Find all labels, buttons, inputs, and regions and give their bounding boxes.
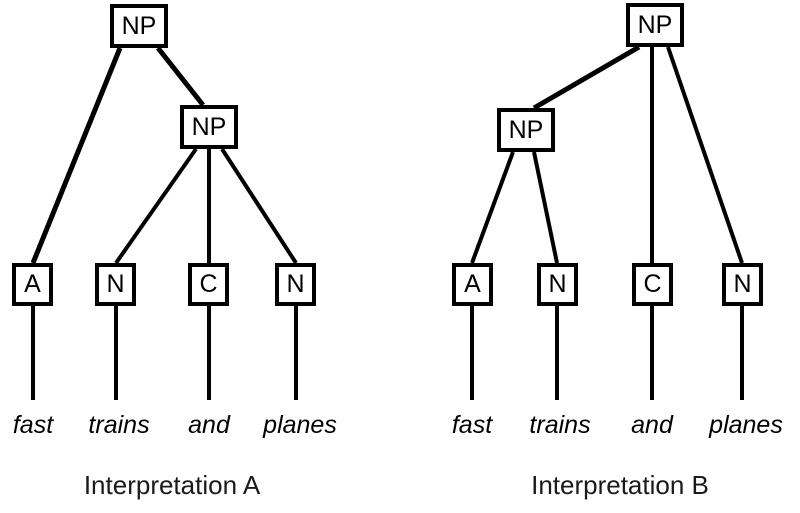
tree-edge xyxy=(470,151,515,264)
node-b-inner-np: NP xyxy=(497,108,555,152)
leaf-word-b-leaf-fast: fast xyxy=(451,411,493,439)
tree-edge xyxy=(666,46,744,264)
node-a-pos-c: C xyxy=(188,263,229,306)
tree-edge xyxy=(30,47,123,264)
leaf-word-b-leaf-and: and xyxy=(631,411,673,439)
tree-edge xyxy=(532,151,559,264)
leaf-word-a-leaf-and: and xyxy=(188,411,230,439)
node-a-pos-n1: N xyxy=(95,263,136,306)
tree-edge xyxy=(156,46,205,107)
caption-interpretation-b: Interpretation B xyxy=(531,470,709,500)
node-a-root-np: NP xyxy=(110,4,168,48)
leaf-word-a-leaf-planes: planes xyxy=(263,411,337,439)
leaf-word-b-leaf-trains: trains xyxy=(529,411,591,439)
node-a-pos-a: A xyxy=(12,263,53,306)
caption-interpretation-a: Interpretation A xyxy=(83,470,261,500)
leaf-word-b-leaf-planes: planes xyxy=(709,411,783,439)
node-a-pos-n2: N xyxy=(275,263,316,306)
tree-edge xyxy=(114,147,198,265)
node-b-pos-n2: N xyxy=(722,263,763,306)
tree-edge xyxy=(220,147,298,265)
node-b-pos-n1: N xyxy=(537,263,578,306)
leaf-word-a-leaf-trains: trains xyxy=(88,411,150,439)
node-b-pos-c: C xyxy=(632,263,673,306)
leaf-word-a-leaf-fast: fast xyxy=(12,411,54,439)
node-b-root-np: NP xyxy=(626,3,684,47)
node-a-inner-np: NP xyxy=(180,105,238,149)
node-b-pos-a: A xyxy=(452,263,493,306)
tree-edge xyxy=(532,44,641,111)
